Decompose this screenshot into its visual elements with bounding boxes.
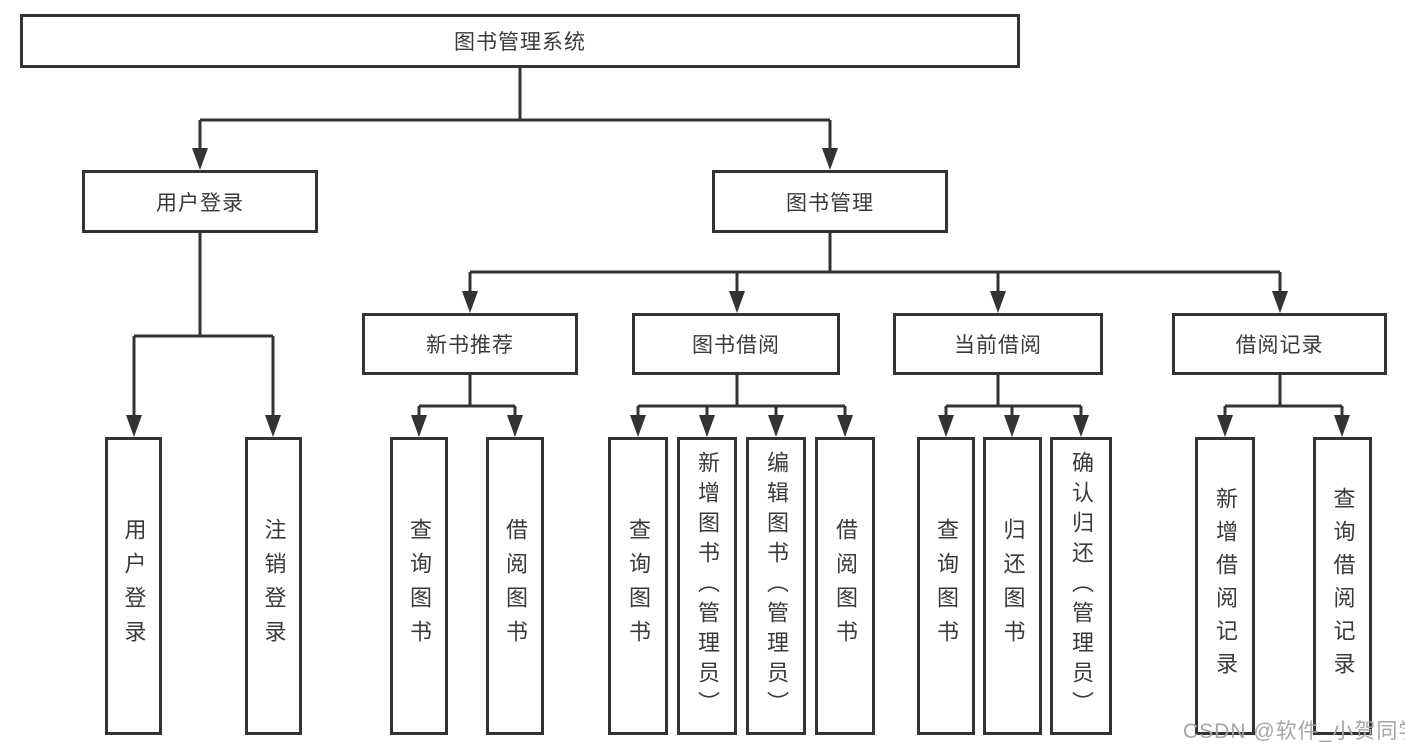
leaf-user-login-label: 用户登录 bbox=[121, 518, 147, 654]
leaf-user-login: 用户登录 bbox=[105, 437, 162, 735]
node-current-borrowing: 当前借阅 bbox=[893, 313, 1103, 375]
leaf-edit-books-admin: 编辑图书（管理员） bbox=[746, 437, 806, 735]
connector-root-to-level2 bbox=[198, 68, 832, 152]
node-user-login: 用户登录 bbox=[82, 170, 318, 233]
leaf-query-borrow-record-label: 查询借阅记录 bbox=[1330, 487, 1356, 685]
arrowhead-icon bbox=[699, 415, 715, 437]
arrowhead-icon bbox=[822, 148, 838, 170]
leaf-add-books-admin: 新增图书（管理员） bbox=[677, 437, 737, 735]
arrowhead-icon bbox=[1217, 415, 1233, 437]
leaf-edit-books-admin-label: 编辑图书（管理员） bbox=[764, 451, 789, 721]
csdn-watermark: CSDN @软件_小贺同学 bbox=[1183, 720, 1405, 743]
leaf-current-query-books: 查询图书 bbox=[917, 437, 975, 735]
arrowhead-icon bbox=[265, 415, 281, 437]
leaf-recommend-query-books: 查询图书 bbox=[390, 437, 448, 735]
arrowhead-icon bbox=[1334, 415, 1350, 437]
leaf-add-books-admin-label: 新增图书（管理员） bbox=[695, 451, 720, 721]
arrowhead-icon bbox=[729, 291, 745, 313]
node-book-borrowing: 图书借阅 bbox=[632, 313, 840, 375]
arrowhead-icon bbox=[126, 415, 142, 437]
connector-current-borrow-to-leaves bbox=[944, 375, 1083, 419]
arrowhead-icon bbox=[837, 415, 853, 437]
connector-user-login-to-leaves bbox=[132, 233, 275, 419]
arrowhead-icon bbox=[507, 415, 523, 437]
leaf-return-books-label: 归还图书 bbox=[1000, 518, 1026, 654]
node-library-management-system: 图书管理系统 bbox=[20, 14, 1020, 68]
leaf-logout-login: 注销登录 bbox=[245, 437, 302, 735]
arrowhead-icon bbox=[1073, 415, 1089, 437]
leaf-return-books: 归还图书 bbox=[983, 437, 1042, 735]
arrowhead-icon bbox=[192, 148, 208, 170]
node-book-management: 图书管理 bbox=[712, 170, 948, 233]
leaf-borrowing-borrow-books-label: 借阅图书 bbox=[833, 518, 858, 654]
leaf-borrowing-query-books: 查询图书 bbox=[608, 437, 668, 735]
arrowheads bbox=[126, 148, 1350, 437]
arrowhead-icon bbox=[1272, 291, 1288, 313]
arrowhead-icon bbox=[462, 291, 478, 313]
leaf-current-query-books-label: 查询图书 bbox=[934, 518, 959, 654]
arrowhead-icon bbox=[1004, 415, 1020, 437]
arrowhead-icon bbox=[630, 415, 646, 437]
leaf-recommend-borrow-books-label: 借阅图书 bbox=[503, 518, 528, 654]
connector-book-borrow-to-leaves bbox=[636, 375, 847, 419]
leaf-confirm-return-admin-label: 确认归还（管理员） bbox=[1069, 451, 1094, 721]
arrowhead-icon bbox=[938, 415, 954, 437]
node-borrowing-records: 借阅记录 bbox=[1172, 313, 1387, 375]
node-new-book-recommendation: 新书推荐 bbox=[362, 313, 578, 375]
arrowhead-icon bbox=[411, 415, 427, 437]
leaf-add-borrow-record-label: 新增借阅记录 bbox=[1213, 487, 1238, 685]
arrowhead-icon bbox=[768, 415, 784, 437]
leaf-borrowing-query-books-label: 查询图书 bbox=[626, 518, 651, 654]
connector-new-book-to-leaves bbox=[417, 375, 517, 419]
connector-borrow-records-to-leaves bbox=[1223, 375, 1344, 419]
leaf-borrowing-borrow-books: 借阅图书 bbox=[815, 437, 875, 735]
leaf-recommend-borrow-books: 借阅图书 bbox=[486, 437, 544, 735]
leaf-add-borrow-record: 新增借阅记录 bbox=[1195, 437, 1255, 735]
arrowhead-icon bbox=[990, 291, 1006, 313]
leaf-logout-login-label: 注销登录 bbox=[261, 518, 287, 654]
leaf-recommend-query-books-label: 查询图书 bbox=[407, 518, 432, 654]
leaf-query-borrow-record: 查询借阅记录 bbox=[1313, 437, 1372, 735]
connector-book-management-to-level3 bbox=[468, 233, 1282, 295]
leaf-confirm-return-admin: 确认归还（管理员） bbox=[1050, 437, 1112, 735]
